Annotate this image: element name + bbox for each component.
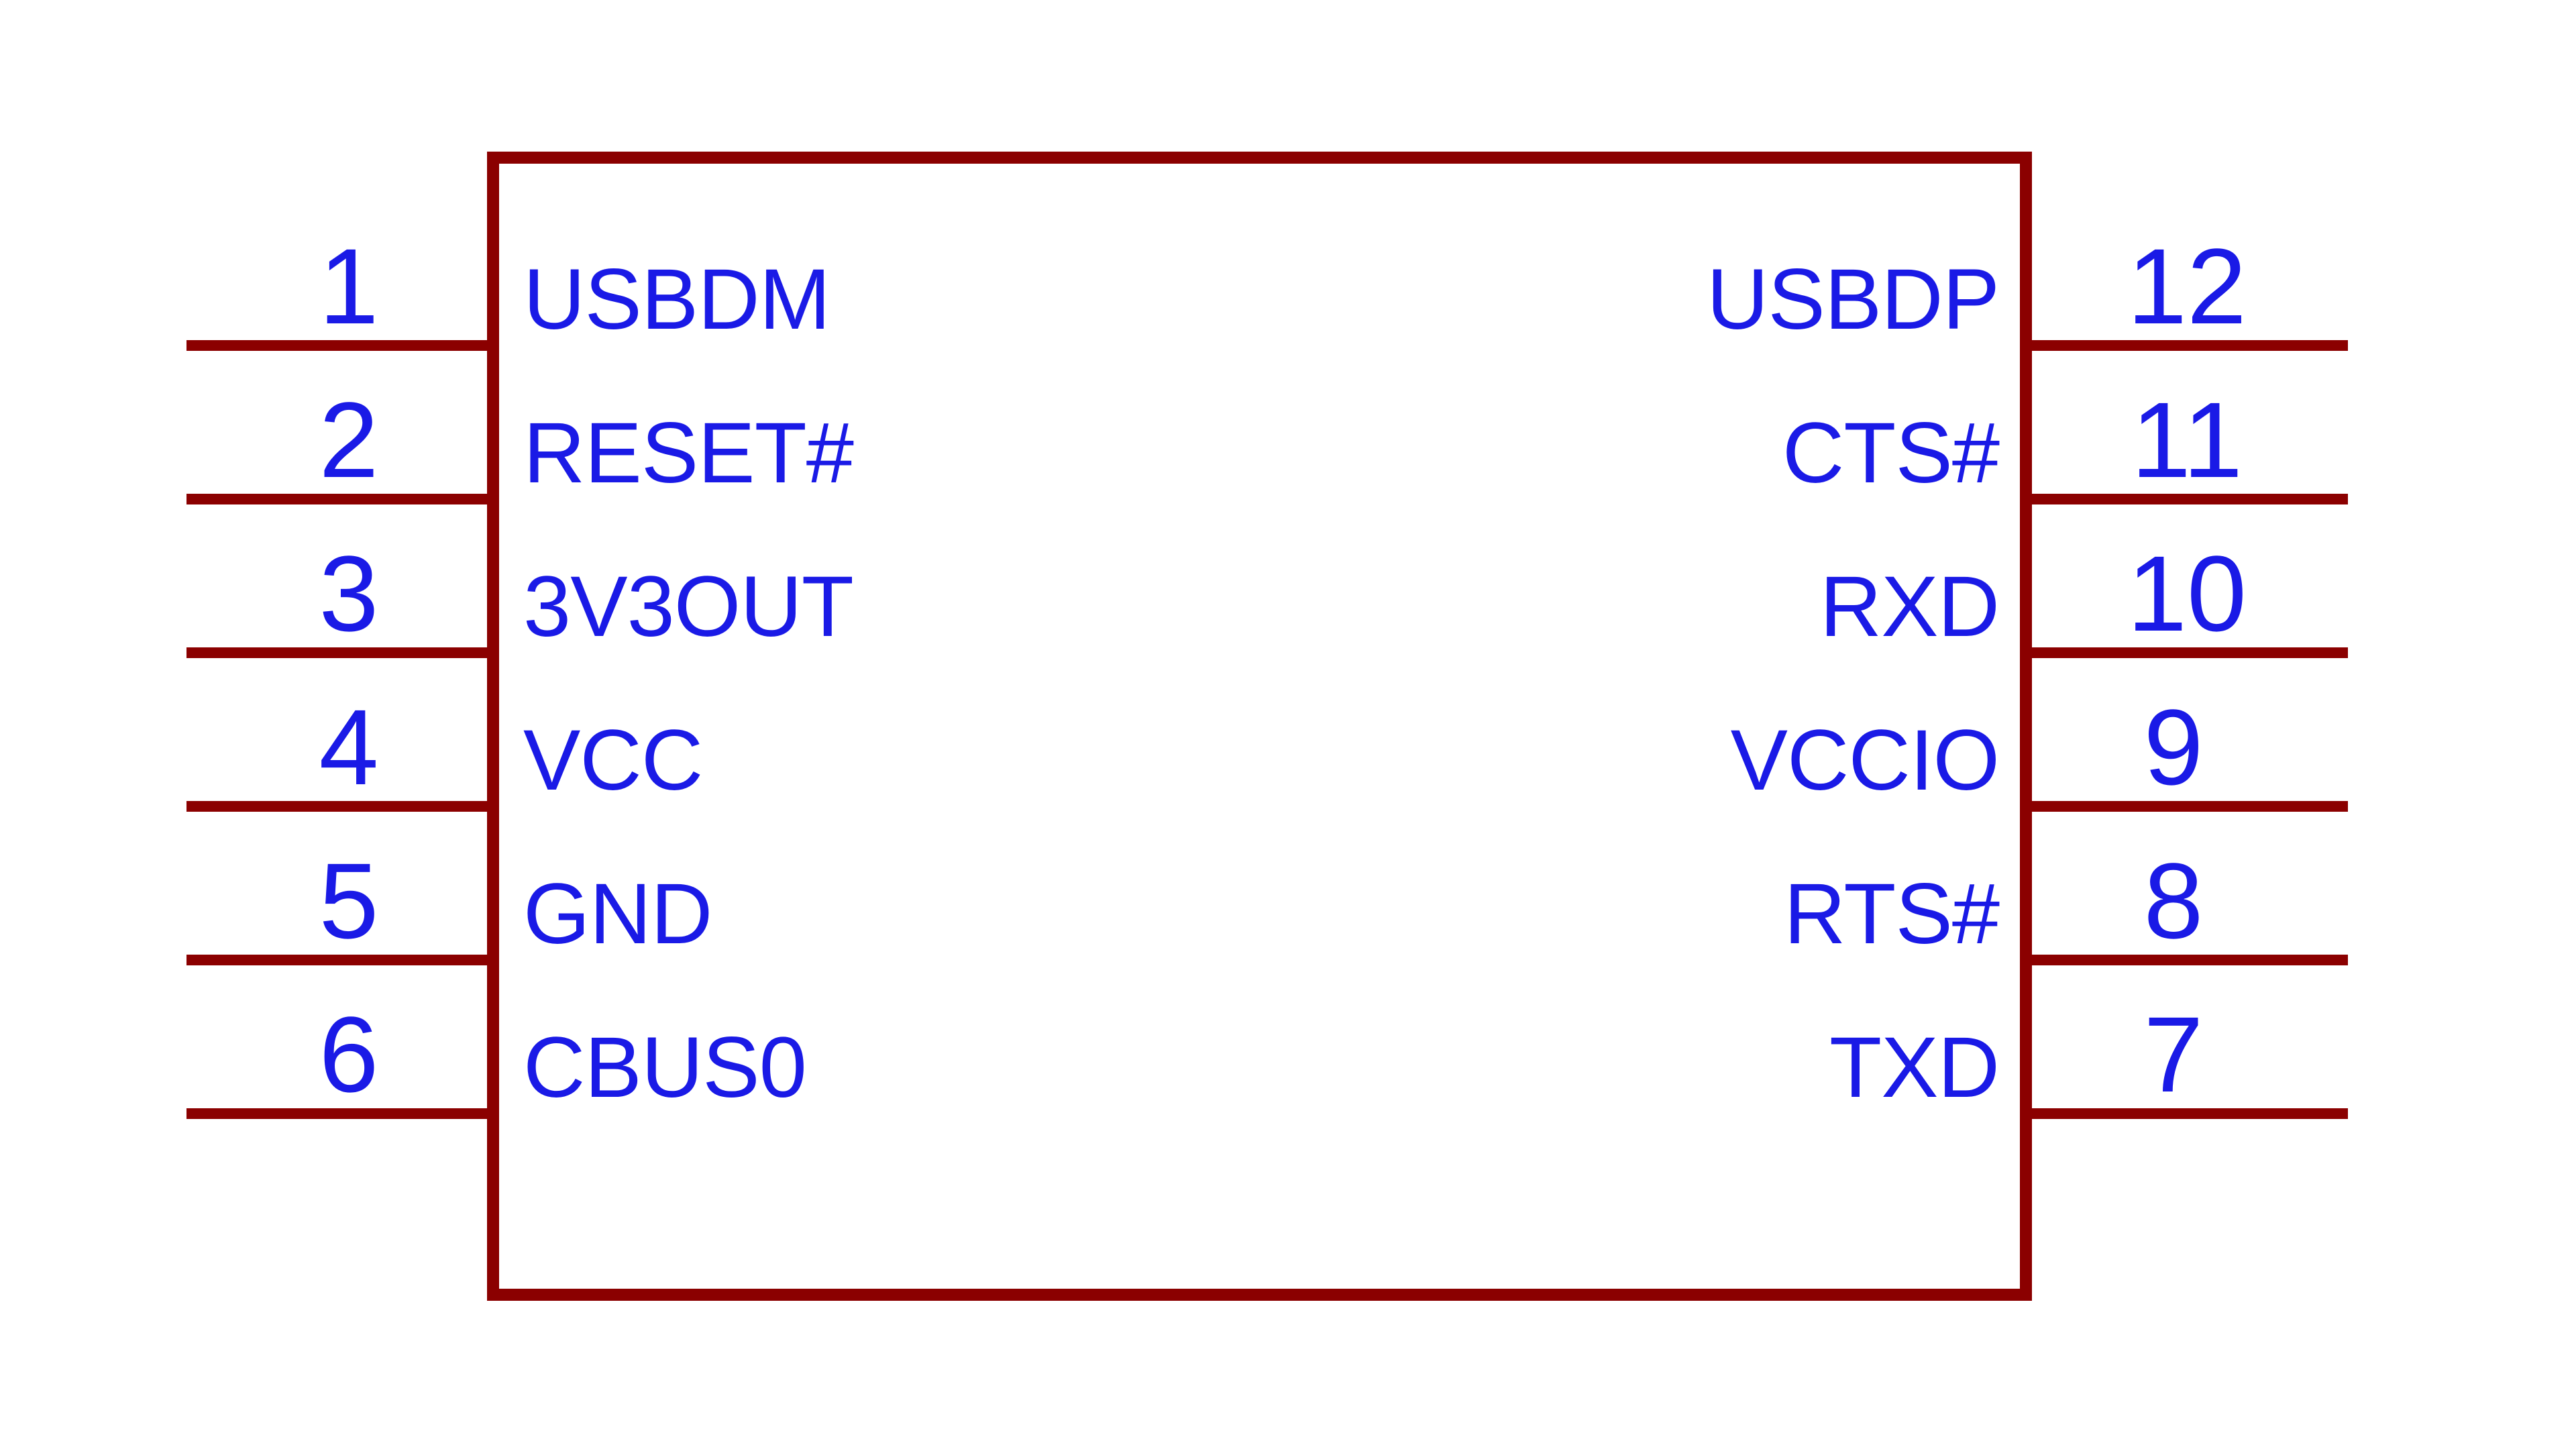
pin-number-10: 10 — [2127, 533, 2247, 653]
pin-right-11[interactable]: 11 CTS# — [1782, 380, 2348, 504]
ic-body-rectangle — [487, 152, 2032, 1301]
pin-label-11: CTS# — [1782, 405, 2000, 501]
pin-number-5: 5 — [319, 841, 379, 961]
pin-number-12: 12 — [2127, 226, 2247, 346]
pin-label-2: RESET# — [523, 405, 854, 501]
pin-number-6: 6 — [319, 994, 379, 1114]
pin-left-2[interactable]: 2 RESET# — [186, 380, 855, 504]
pin-label-9: VCCIO — [1731, 712, 1999, 808]
pin-number-7: 7 — [2144, 994, 2204, 1114]
pin-label-8: RTS# — [1784, 866, 2000, 962]
pin-number-11: 11 — [2131, 380, 2243, 500]
pin-number-1: 1 — [319, 226, 379, 346]
pin-label-3: 3V3OUT — [523, 559, 853, 655]
pin-number-4: 4 — [319, 687, 379, 807]
pin-left-4[interactable]: 4 VCC — [186, 687, 703, 812]
pin-right-7[interactable]: 7 TXD — [1829, 994, 2348, 1119]
pin-label-1: USBDM — [523, 252, 830, 348]
pin-label-7: TXD — [1829, 1020, 1999, 1116]
pin-label-5: GND — [523, 866, 712, 962]
pin-label-10: RXD — [1820, 559, 1999, 655]
pin-number-3: 3 — [319, 533, 379, 653]
pin-left-5[interactable]: 5 GND — [186, 841, 712, 965]
pin-label-12: USBDP — [1707, 252, 1999, 348]
pin-right-10[interactable]: 10 RXD — [1820, 533, 2348, 658]
pin-left-6[interactable]: 6 CBUS0 — [186, 994, 807, 1119]
pin-right-8[interactable]: 8 RTS# — [1784, 841, 2348, 965]
pin-left-1[interactable]: 1 USBDM — [186, 226, 830, 351]
pin-number-9: 9 — [2144, 687, 2204, 807]
pin-left-3[interactable]: 3 3V3OUT — [186, 533, 854, 658]
pin-label-4: VCC — [523, 712, 702, 808]
pin-right-12[interactable]: 12 USBDP — [1707, 226, 2348, 351]
pin-number-2: 2 — [319, 380, 379, 500]
pin-number-8: 8 — [2144, 841, 2204, 961]
pin-label-6: CBUS0 — [523, 1020, 806, 1116]
pin-right-9[interactable]: 9 VCCIO — [1731, 687, 2348, 812]
